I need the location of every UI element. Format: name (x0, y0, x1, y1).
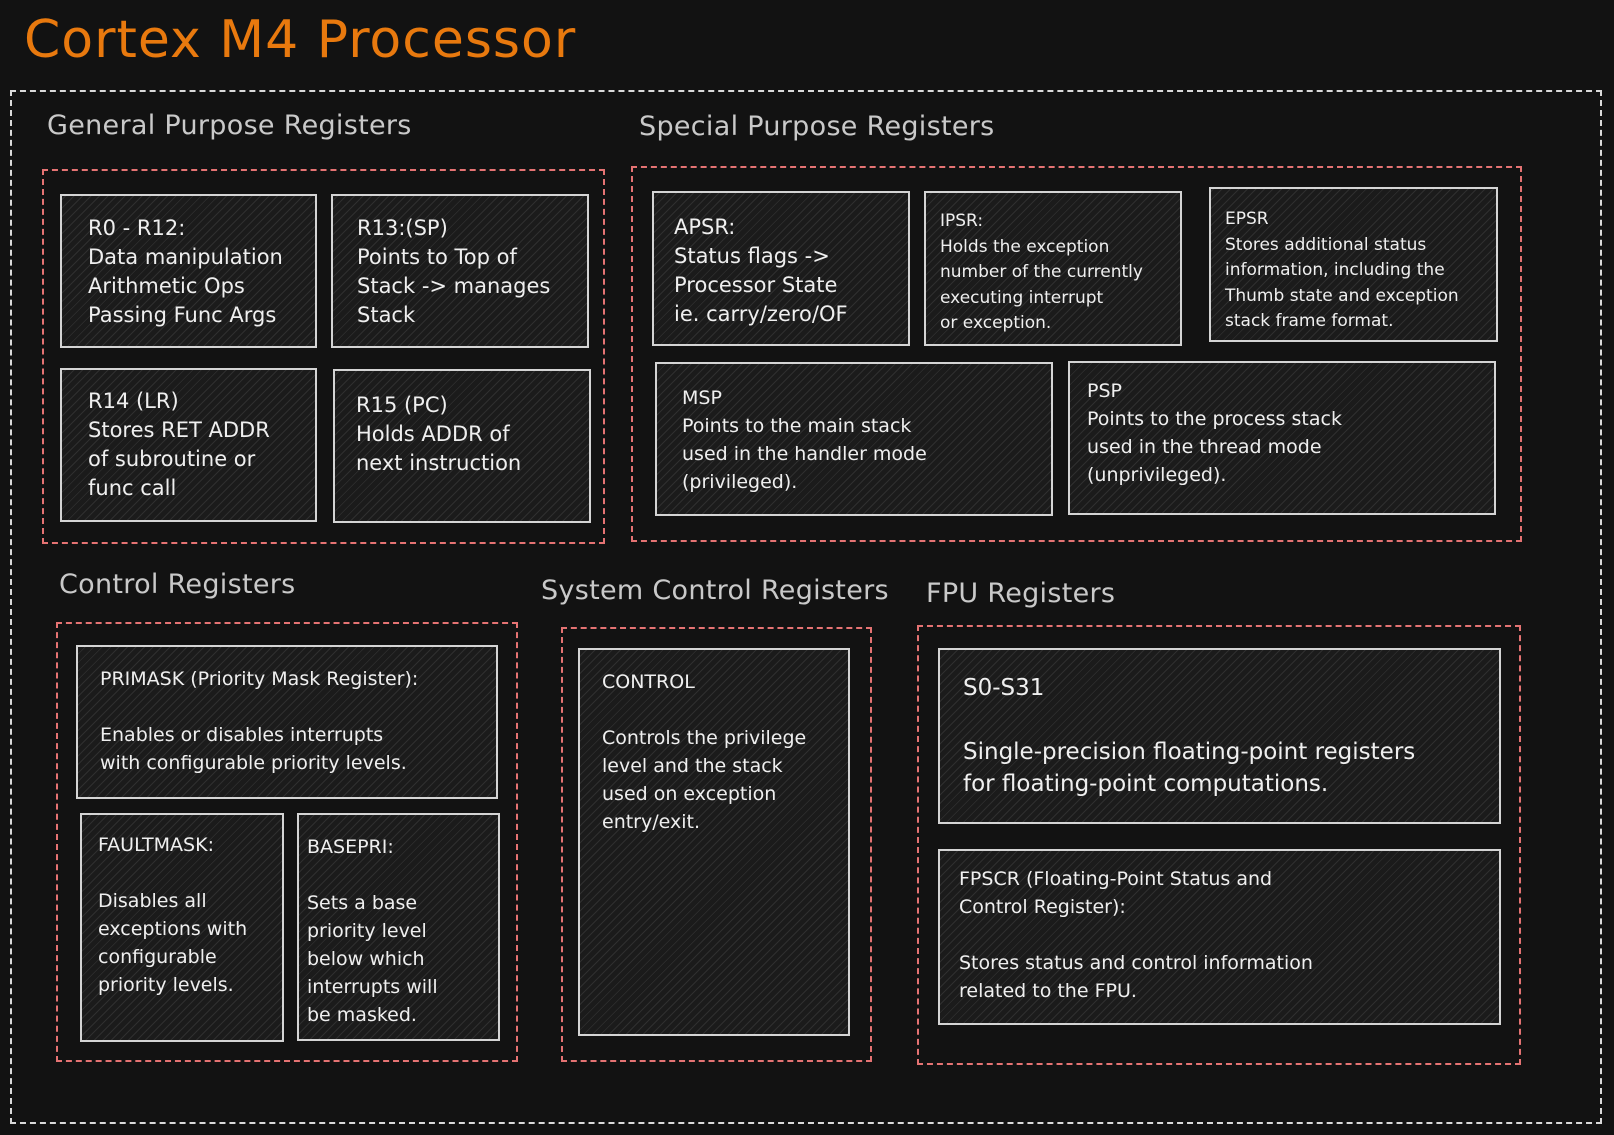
processor-boundary (10, 90, 1602, 1124)
diagram-title: Cortex M4 Processor (24, 10, 577, 70)
psp-box: PSP Points to the process stack used in … (1068, 361, 1496, 515)
msp-text: MSP Points to the main stack used in the… (682, 387, 927, 493)
r13-sp-text: R13:(SP) Points to Top of Stack -> manag… (357, 216, 551, 327)
faultmask-box: FAULTMASK: Disables all exceptions with … (80, 813, 284, 1042)
fpu-group (917, 625, 1521, 1065)
fpu-group-label: FPU Registers (926, 578, 1116, 609)
apsr-box: APSR: Status flags -> Processor State ie… (652, 191, 910, 346)
ipsr-box: IPSR: Holds the exception number of the … (924, 191, 1182, 346)
faultmask-text: FAULTMASK: Disables all exceptions with … (98, 834, 248, 996)
system-control-group-label: System Control Registers (541, 575, 889, 606)
gpr-group (42, 169, 605, 544)
r13-sp-box: R13:(SP) Points to Top of Stack -> manag… (331, 194, 589, 348)
ipsr-text: IPSR: Holds the exception number of the … (940, 211, 1143, 333)
r0-r12-text: R0 - R12: Data manipulation Arithmetic O… (88, 216, 283, 327)
gpr-group-label: General Purpose Registers (47, 110, 412, 141)
fpscr-text: FPSCR (Floating-Point Status and Control… (959, 868, 1313, 1002)
msp-box: MSP Points to the main stack used in the… (655, 362, 1053, 516)
control-group-label: Control Registers (59, 569, 296, 600)
control-register-text: CONTROL Controls the privilege level and… (602, 671, 807, 833)
primask-text: PRIMASK (Priority Mask Register): Enable… (100, 668, 419, 774)
control-group (56, 622, 518, 1062)
psp-text: PSP Points to the process stack used in … (1087, 380, 1342, 486)
r14-lr-box: R14 (LR) Stores RET ADDR of subroutine o… (60, 368, 317, 522)
r0-r12-box: R0 - R12: Data manipulation Arithmetic O… (60, 194, 317, 348)
s0-s31-box: S0-S31 Single-precision floating-point r… (938, 648, 1501, 824)
apsr-text: APSR: Status flags -> Processor State ie… (674, 215, 848, 326)
fpscr-box: FPSCR (Floating-Point Status and Control… (938, 849, 1501, 1025)
epsr-box: EPSR Stores additional status informatio… (1209, 187, 1498, 342)
r15-pc-text: R15 (PC) Holds ADDR of next instruction (356, 393, 522, 475)
basepri-text: BASEPRI: Sets a base priority level belo… (307, 836, 438, 1026)
s0-s31-text: S0-S31 Single-precision floating-point r… (963, 675, 1416, 797)
control-register-box: CONTROL Controls the privilege level and… (578, 648, 850, 1036)
spr-group-label: Special Purpose Registers (639, 111, 995, 142)
basepri-box: BASEPRI: Sets a base priority level belo… (297, 813, 500, 1041)
spr-group (631, 166, 1522, 542)
epsr-text: EPSR Stores additional status informatio… (1225, 209, 1459, 331)
r15-pc-box: R15 (PC) Holds ADDR of next instruction (333, 369, 591, 523)
r14-lr-text: R14 (LR) Stores RET ADDR of subroutine o… (88, 389, 270, 500)
primask-box: PRIMASK (Priority Mask Register): Enable… (76, 645, 498, 799)
system-control-group (561, 627, 872, 1062)
